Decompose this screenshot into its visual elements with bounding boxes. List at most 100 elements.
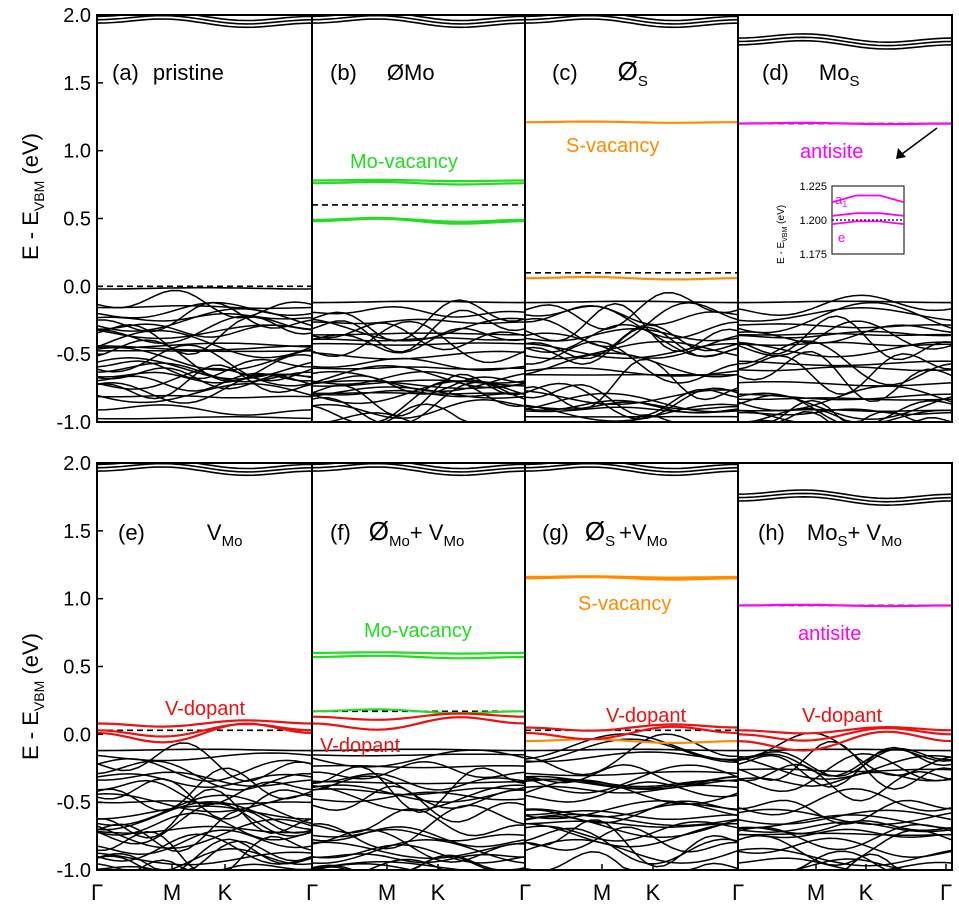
valence-band-line xyxy=(96,416,313,420)
defect-level-line xyxy=(311,217,526,225)
valence-band-line xyxy=(524,820,738,828)
valence-band-line xyxy=(737,837,953,858)
valence-band-line xyxy=(524,358,739,410)
panel-c-title: (c)ØS xyxy=(552,56,648,90)
valence-band-line xyxy=(524,733,739,761)
valence-band-line xyxy=(737,341,952,347)
valence-band-line xyxy=(524,382,739,420)
conduction-band-line xyxy=(524,462,739,473)
valence-band-line xyxy=(96,305,313,310)
valence-band-line xyxy=(311,342,526,346)
valence-band-line xyxy=(311,826,526,848)
conduction-band-line xyxy=(737,489,953,500)
valence-band-line xyxy=(524,403,739,422)
valence-band-line xyxy=(737,753,953,793)
valence-band-line xyxy=(96,800,313,805)
valence-band-line xyxy=(737,847,953,867)
conduction-band-line xyxy=(737,492,953,503)
inset-arrow-head xyxy=(896,148,906,159)
valence-band-line xyxy=(96,778,313,820)
valence-band-line xyxy=(737,748,953,777)
valence-band-line xyxy=(737,360,953,367)
conduction-band-line xyxy=(96,466,313,477)
annotation-v-dopant-f: V-dopant xyxy=(320,735,401,757)
defect-level-line xyxy=(737,725,953,735)
valence-band-line xyxy=(96,372,313,392)
defect-level-line xyxy=(312,651,526,655)
defect-level-line xyxy=(737,730,953,752)
y-tick-label: -1.0 xyxy=(57,860,91,882)
valence-band-line xyxy=(737,832,953,836)
valence-band-line xyxy=(311,760,526,780)
valence-band-line xyxy=(737,341,953,358)
annotation-v-dopant-g: V-dopant xyxy=(606,705,687,727)
valence-band-line xyxy=(311,350,526,360)
defect-levels-layer xyxy=(96,120,953,752)
valence-band-top-line xyxy=(97,748,312,752)
defect-level-line xyxy=(524,275,738,281)
defect-level-line xyxy=(312,178,525,183)
panel-frames-layer xyxy=(96,14,953,871)
panel-d-title: (d)MoS xyxy=(762,60,859,90)
panel-f-title: (f)ØMo+ VMo xyxy=(330,516,464,550)
valence-band-line xyxy=(524,809,739,821)
inset-ylabel: E - EVBM (eV) xyxy=(776,205,789,264)
x-tick-label: K xyxy=(859,880,874,905)
valence-band-line xyxy=(311,764,526,769)
defect-level-line xyxy=(96,719,313,728)
y-tick-label: 0.5 xyxy=(63,657,91,679)
valence-band-line xyxy=(738,850,952,871)
y-tick-label: 1.0 xyxy=(63,589,91,611)
valence-band-line xyxy=(311,854,526,871)
valence-band-line xyxy=(524,764,739,794)
valence-band-line xyxy=(737,754,953,780)
valence-band-line xyxy=(737,799,953,825)
valence-band-line xyxy=(311,753,526,757)
valence-band-line xyxy=(96,794,313,827)
valence-band-line xyxy=(737,771,953,787)
conduction-band-line xyxy=(737,39,953,50)
valence-band-line xyxy=(96,308,313,332)
valence-band-line xyxy=(311,389,526,398)
defect-level-line xyxy=(311,708,525,715)
valence-band-line xyxy=(96,809,313,853)
conduction-band-line xyxy=(96,18,313,29)
valence-band-line xyxy=(96,838,313,871)
conduction-band-line xyxy=(96,14,313,25)
y-tick-label: 0.5 xyxy=(63,209,91,231)
valence-band-line xyxy=(737,385,953,412)
valence-band-line xyxy=(96,383,313,404)
inset-tick-1225: 1.225 xyxy=(799,181,827,193)
inset-level-line xyxy=(831,194,905,204)
valence-band-line xyxy=(737,330,953,339)
valence-band-line xyxy=(524,827,739,865)
valence-band-line xyxy=(524,323,739,357)
inset-chart: 1.225 1.200 1.175 E - EVBM (eV) a1 e xyxy=(776,181,905,264)
inset-level-lines xyxy=(831,194,905,225)
defect-level-line xyxy=(312,180,526,186)
y-axis-label-top: E - EVBM (eV) xyxy=(18,133,47,260)
valence-band-line xyxy=(524,784,739,794)
valence-band-line xyxy=(96,364,313,400)
valence-band-line xyxy=(525,340,739,384)
valence-band-line xyxy=(311,841,526,859)
inset-tick-1175: 1.175 xyxy=(799,249,827,261)
valence-band-line xyxy=(96,818,313,849)
y-tick-label: -0.5 xyxy=(57,792,91,814)
valence-band-line xyxy=(524,819,739,868)
defect-level-line xyxy=(737,603,952,608)
valence-band-line xyxy=(737,821,953,833)
valence-band-line xyxy=(312,780,526,785)
x-tick-label: K xyxy=(431,880,446,905)
x-tick-label: Γ xyxy=(91,880,103,905)
valence-band-line xyxy=(96,404,313,416)
valence-band-line xyxy=(737,315,953,361)
annotation-antisite-d: antisite xyxy=(800,141,863,163)
y-tick-label: 1.5 xyxy=(63,521,91,543)
valence-band-line xyxy=(737,301,953,334)
valence-band-line xyxy=(524,800,739,820)
x-tick-label: Γ xyxy=(732,880,744,905)
valence-band-line xyxy=(96,788,313,839)
annotation-mo-vacancy-b: Mo-vacancy xyxy=(350,151,458,173)
defect-level-line xyxy=(738,121,953,126)
